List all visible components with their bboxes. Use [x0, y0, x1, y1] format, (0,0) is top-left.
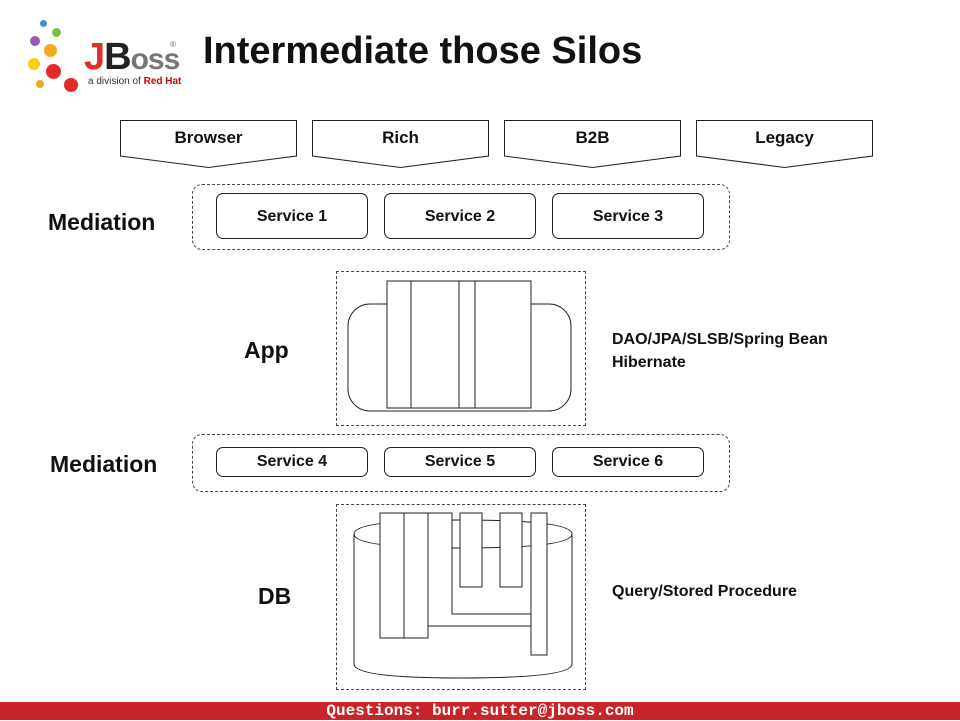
app-note-line: Hibernate [612, 354, 686, 371]
service-1: Service 1 [216, 193, 368, 239]
db-label: DB [258, 583, 292, 609]
client-label: Legacy [755, 128, 814, 147]
logo-registered-mark: ® [170, 40, 176, 49]
client-label: B2B [575, 128, 610, 147]
logo-dot [28, 58, 40, 70]
client-legacy: Legacy [696, 120, 873, 168]
client-label: Browser [174, 128, 243, 147]
service-6: Service 6 [552, 447, 704, 477]
jboss-logo: JBoss ® a division of Red Hat [26, 18, 196, 98]
logo-dot [36, 80, 44, 88]
db-note: Query/Stored Procedure [612, 583, 797, 600]
logo-wordmark: JBoss [84, 36, 180, 78]
app-container-icon [347, 280, 572, 412]
client-browser: Browser [120, 120, 297, 168]
page-title: Intermediate those Silos [203, 30, 643, 72]
logo-dot [52, 28, 61, 37]
logo-dot [46, 64, 61, 79]
client-b2b: B2B [504, 120, 681, 168]
mediation-top-group [192, 184, 730, 250]
mediation-bottom-label: Mediation [50, 451, 158, 477]
logo-dot [40, 20, 47, 27]
service-2: Service 2 [384, 193, 536, 239]
client-label: Rich [382, 128, 419, 147]
logo-dot [64, 78, 78, 92]
mediation-top-label: Mediation [48, 209, 156, 235]
db-group [336, 504, 586, 690]
logo-dot [30, 36, 40, 46]
app-note-line: DAO/JPA/SLSB/Spring Bean [612, 331, 828, 348]
database-icon [353, 512, 573, 679]
client-rich: Rich [312, 120, 489, 168]
footer-contact: Questions: burr.sutter@jboss.com [0, 702, 960, 720]
mediation-bottom-group [192, 434, 730, 492]
logo-dot [44, 44, 57, 57]
service-4: Service 4 [216, 447, 368, 477]
app-label: App [244, 337, 289, 363]
app-group [336, 271, 586, 426]
service-5: Service 5 [384, 447, 536, 477]
logo-tagline: a division of Red Hat [88, 76, 182, 87]
service-3: Service 3 [552, 193, 704, 239]
app-note: DAO/JPA/SLSB/Spring Bean Hibernate [612, 328, 828, 374]
